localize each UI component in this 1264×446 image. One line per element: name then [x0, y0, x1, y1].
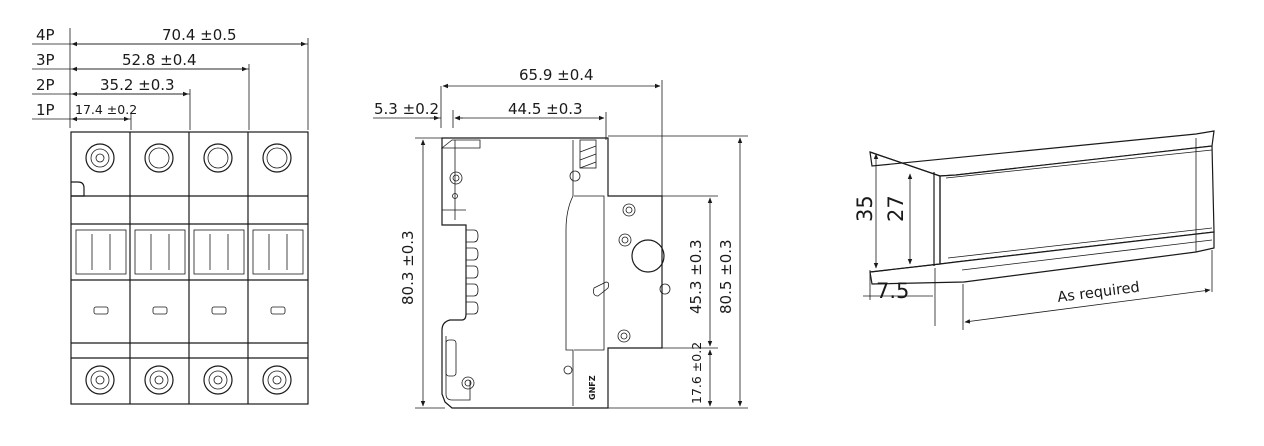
indicator-windows: [93, 306, 286, 315]
label-4p: 4P: [36, 26, 55, 44]
rail-profile: [869, 130, 1215, 285]
width-2p: 35.2 ±0.3: [100, 76, 175, 94]
din-rail-view: 35 27 7.5 As required: [853, 130, 1215, 330]
bottom-terminal-screws: [85, 365, 292, 395]
label-2p: 2P: [36, 76, 55, 94]
side-depth-dimensions: [373, 80, 663, 196]
height-left-label: 80.3 ±0.3: [399, 230, 417, 305]
rail-dimensions: [863, 153, 1213, 330]
breaker-body: [70, 131, 309, 405]
inner-height-label: 27: [884, 195, 908, 222]
front-view: 4P 3P 2P 1P 70.4 ±0.5 52.8 ±0.4 35.2 ±0.…: [32, 26, 309, 405]
length-label: As required: [1056, 280, 1140, 306]
rear-depth-label: 44.5 ±0.3: [508, 100, 583, 118]
label-1p: 1P: [36, 101, 55, 119]
label-3p: 3P: [36, 51, 55, 69]
finger-grips: [466, 229, 479, 315]
side-holes: [449, 170, 671, 390]
height-mid-label: 45.3 ±0.3: [687, 239, 705, 314]
side-height-dimensions: [415, 135, 748, 409]
width-dimension-lines: [71, 38, 309, 130]
top-terminal-screws: [85, 143, 292, 173]
height-right-label: 80.5 ±0.3: [717, 239, 735, 314]
brand-mark: GNFZ: [588, 375, 597, 400]
width-3p: 52.8 ±0.4: [122, 51, 197, 69]
front-offset-label: 5.3 ±0.2: [374, 100, 439, 118]
side-view: 65.9 ±0.4 5.3 ±0.2 44.5 ±0.3 80.3 ±0.3 4…: [373, 66, 748, 409]
height-low-label: 17.6 ±0.2: [689, 342, 704, 404]
outer-height-label: 35: [853, 195, 877, 222]
label-plate: [579, 139, 597, 169]
handle-band: [75, 229, 304, 275]
width-4p: 70.4 ±0.5: [162, 26, 237, 44]
width-1p: 17.4 ±0.2: [75, 102, 137, 117]
overall-depth-label: 65.9 ±0.4: [519, 66, 594, 84]
side-body: GNFZ: [440, 137, 671, 409]
flange-label: 7.5: [876, 279, 909, 303]
